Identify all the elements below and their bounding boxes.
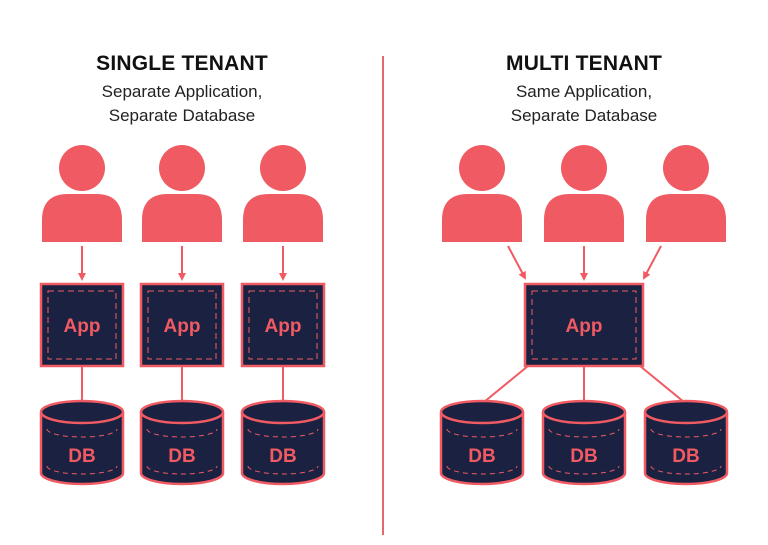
- database-cylinder: DB: [643, 399, 729, 486]
- app-box: App: [240, 282, 326, 368]
- db-label: DB: [672, 446, 699, 467]
- user-icon: [142, 145, 222, 242]
- db-label: DB: [468, 446, 495, 467]
- app-box: App: [139, 282, 225, 368]
- database-cylinder: DB: [39, 399, 125, 486]
- single-tenant-subtitle-line2: Separate Database: [108, 106, 256, 125]
- app-box: App: [39, 282, 125, 368]
- single-tenant-title: SINGLE TENANT: [96, 52, 268, 75]
- app-label: App: [566, 316, 603, 337]
- arrow-user-to-app: [507, 245, 526, 280]
- user-icon: [544, 145, 624, 242]
- database-cylinder: DB: [439, 399, 525, 486]
- multi-tenant-title: MULTI TENANT: [506, 52, 662, 75]
- shared-app-box: App: [523, 282, 645, 368]
- app-label: App: [265, 316, 302, 337]
- multi-tenant-subtitle: Same Application, Separate Database: [434, 80, 734, 128]
- database-cylinder: DB: [139, 399, 225, 486]
- user-icon: [243, 145, 323, 242]
- db-label: DB: [570, 446, 597, 467]
- app-label: App: [64, 316, 101, 337]
- single-tenant-subtitle-line1: Separate Application,: [101, 82, 263, 101]
- database-cylinder: DB: [541, 399, 627, 486]
- single-tenant-subtitle: Separate Application, Separate Database: [32, 80, 332, 128]
- user-icon: [646, 145, 726, 242]
- multi-tenant-subtitle-line2: Separate Database: [510, 106, 658, 125]
- db-label: DB: [168, 446, 195, 467]
- db-label: DB: [269, 446, 296, 467]
- user-icon: [442, 145, 522, 242]
- db-label: DB: [68, 446, 95, 467]
- arrow-user-to-app: [643, 245, 662, 280]
- connector-app-to-db: [483, 365, 529, 403]
- connector-app-to-db: [639, 365, 685, 403]
- database-cylinder: DB: [240, 399, 326, 486]
- multi-tenant-subtitle-line1: Same Application,: [515, 82, 653, 101]
- app-label: App: [164, 316, 201, 337]
- user-icon: [42, 145, 122, 242]
